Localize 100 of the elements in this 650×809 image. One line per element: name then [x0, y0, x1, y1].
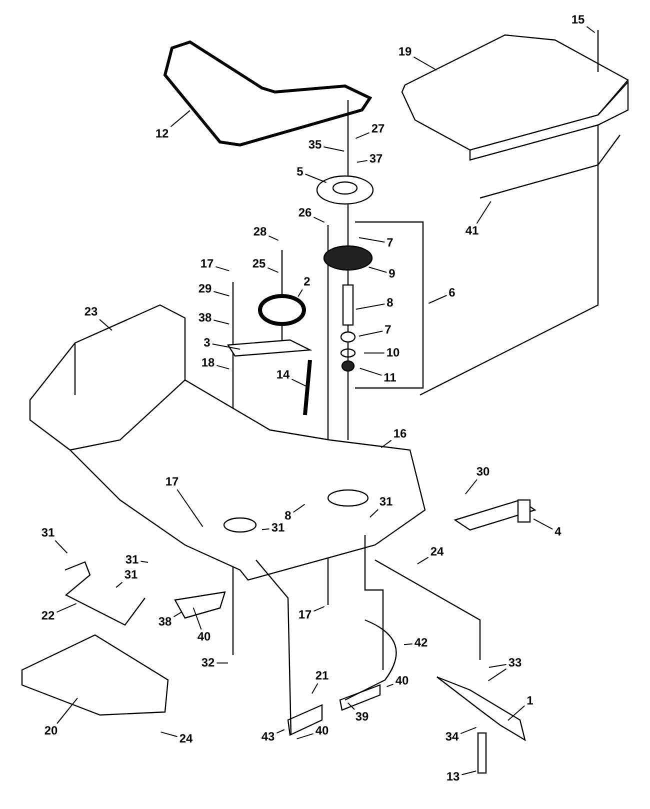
leader-line: [291, 378, 307, 387]
callout-number: 27: [370, 122, 386, 136]
leader-line: [460, 726, 477, 734]
callout-number: 10: [385, 346, 401, 360]
callout-number: 14: [275, 368, 291, 382]
callout-number: 24: [178, 732, 194, 746]
callout-number: 7: [386, 236, 394, 250]
callout-number: 8: [284, 510, 292, 522]
leader-line: [292, 504, 306, 513]
callout-number: 34: [444, 730, 460, 744]
callout-number: 17: [164, 476, 180, 488]
leader-line: [296, 733, 314, 740]
leader-line: [508, 705, 526, 721]
leader-line: [586, 26, 596, 34]
callout-number: 37: [368, 152, 384, 166]
leader-line: [261, 528, 270, 530]
leader-line: [369, 509, 379, 518]
leader-line: [216, 662, 228, 664]
callout-number: 15: [570, 14, 586, 26]
leader-line: [386, 684, 394, 688]
callout-number: 31: [124, 554, 140, 566]
callout-number: 31: [378, 496, 394, 508]
leader-line: [533, 518, 554, 530]
leader-line: [413, 56, 438, 71]
callout-number: 17: [199, 258, 215, 270]
callout-number: 2: [302, 276, 312, 288]
callout-number: 11: [382, 372, 398, 384]
callout-number: 7: [384, 324, 392, 336]
leader-line: [160, 732, 178, 738]
callout-number: 8: [386, 296, 394, 310]
leader-line: [465, 479, 478, 494]
callout-number: 31: [123, 568, 139, 582]
callout-number: 40: [394, 674, 410, 688]
callout-number: 3: [202, 336, 212, 350]
callout-number: 6: [448, 286, 456, 300]
leader-line: [358, 330, 384, 337]
leader-line: [476, 200, 492, 224]
callout-number: 43: [260, 730, 276, 744]
leader-line: [416, 556, 429, 564]
leader-line: [213, 320, 230, 325]
leader-line: [488, 668, 507, 682]
callout-number: 12: [154, 128, 170, 140]
callout-number: 40: [196, 630, 212, 644]
callout-number: 1: [526, 694, 534, 708]
callout-number: 28: [252, 226, 268, 238]
leader-line: [267, 267, 279, 273]
leader-line: [347, 702, 355, 710]
leader-line: [192, 607, 202, 630]
leader-line: [276, 729, 285, 734]
leader-line: [428, 294, 448, 304]
callout-number: 39: [354, 710, 370, 724]
callout-number: 13: [445, 770, 461, 784]
leader-line: [173, 612, 182, 618]
callout-number: 18: [200, 356, 216, 370]
leader-line: [268, 235, 279, 241]
leader-line: [461, 770, 477, 776]
callout-number: 33: [507, 656, 523, 670]
leader-line: [403, 643, 413, 646]
leader-line: [368, 266, 388, 273]
leader-line: [140, 560, 149, 563]
leader-line: [56, 698, 78, 724]
callout-number: 4: [554, 526, 562, 538]
leader-line: [304, 174, 327, 184]
callout-number: 21: [314, 670, 330, 682]
leader-line: [298, 289, 303, 298]
callout-number: 31: [40, 526, 56, 540]
callout-number: 22: [40, 610, 56, 622]
leader-line: [311, 683, 318, 694]
callout-number: 30: [475, 466, 491, 478]
callout-number: 41: [464, 224, 480, 238]
callout-number: 5: [296, 166, 304, 178]
leader-line: [99, 319, 112, 331]
callout-number: 9: [388, 268, 396, 280]
leader-line: [54, 540, 68, 554]
leader-line: [213, 290, 230, 296]
callout-number: 31: [270, 522, 286, 534]
callout-number: 17: [297, 608, 313, 622]
leader-line: [313, 606, 325, 612]
callout-number: 40: [314, 724, 330, 738]
callout-number: 38: [157, 616, 173, 628]
leader-line: [355, 303, 386, 310]
leader-line: [56, 603, 77, 613]
leader-line: [356, 160, 368, 163]
leader-line: [359, 368, 382, 376]
callout-number: 29: [197, 282, 213, 296]
leader-line: [176, 489, 204, 528]
leader-line: [212, 344, 241, 350]
leader-line: [364, 352, 385, 354]
callout-number: 26: [297, 206, 313, 220]
callout-number: 19: [397, 46, 413, 58]
leader-line: [216, 364, 230, 370]
leader-line: [358, 237, 386, 243]
leader-line: [215, 266, 230, 272]
callout-number: 35: [307, 138, 323, 152]
leader-line: [488, 664, 507, 668]
callout-number: 24: [429, 546, 445, 558]
leader-line: [380, 440, 392, 448]
callout-number: 42: [413, 636, 429, 650]
callout-number: 25: [251, 258, 267, 270]
leader-line: [116, 582, 123, 588]
